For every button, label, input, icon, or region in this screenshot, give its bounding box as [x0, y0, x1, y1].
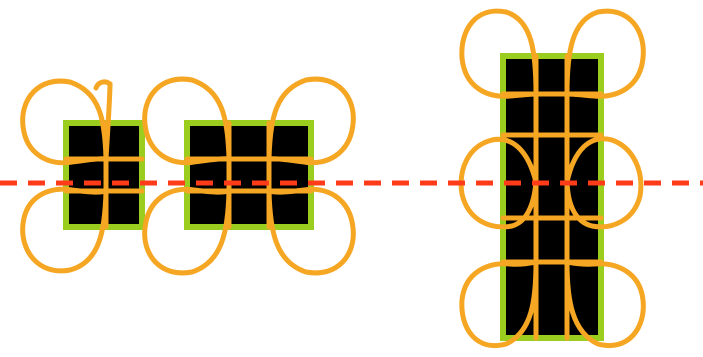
tall-block-figure [458, 8, 646, 348]
medium-block-loops [142, 76, 356, 276]
loop [142, 76, 232, 166]
tall-block-body [500, 53, 604, 341]
medium-block-body [184, 120, 314, 230]
loop [266, 186, 356, 276]
loop [564, 8, 646, 99]
loop [266, 76, 356, 166]
loop [459, 8, 539, 99]
small-block-figure [20, 78, 145, 274]
loop [564, 259, 646, 348]
medium-block-figure [142, 76, 356, 276]
tall-block-loops [458, 8, 646, 348]
loop [458, 136, 539, 230]
loop [93, 79, 113, 162]
loop [459, 259, 539, 348]
loop [142, 186, 232, 276]
loop [564, 136, 644, 230]
small-block-loops [20, 78, 113, 274]
loop [20, 186, 109, 274]
loop [20, 78, 109, 166]
